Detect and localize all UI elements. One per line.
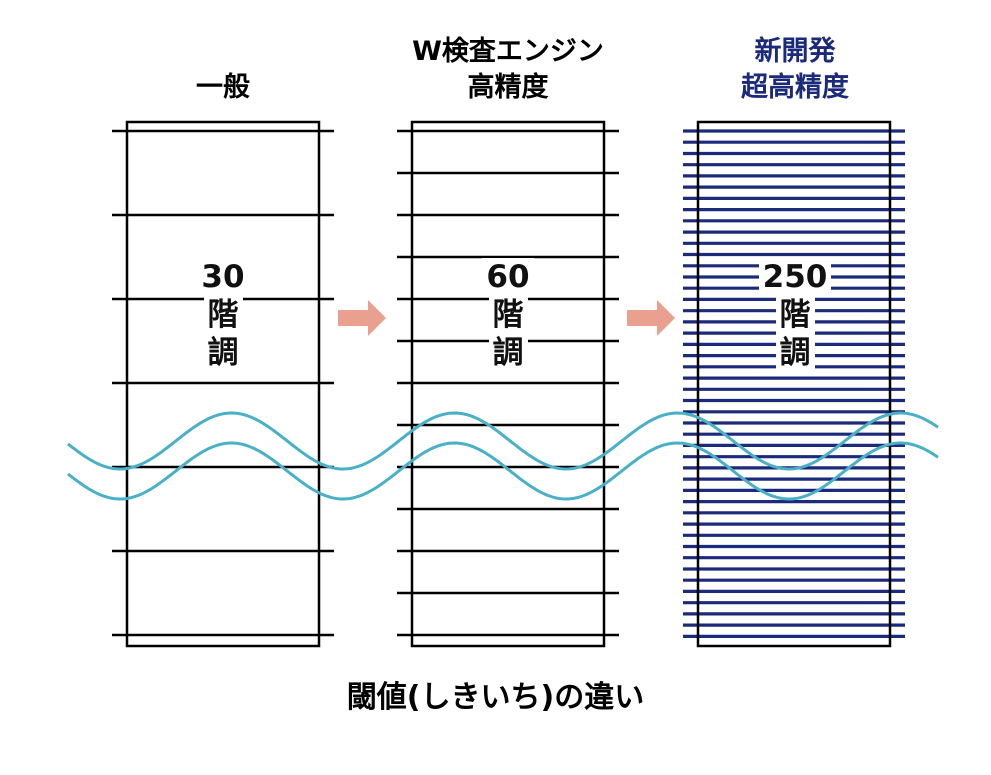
levels-count: 60 xyxy=(482,258,534,296)
column-title-w-engine: W検査エンジン 高精度 xyxy=(358,34,658,106)
levels-unit: 調 xyxy=(203,334,243,372)
title-line: 超高精度 xyxy=(741,72,849,103)
arrow-right-icon xyxy=(338,300,386,336)
levels-unit: 階 xyxy=(203,296,243,334)
column-title-standard: 一般 xyxy=(73,70,373,106)
levels-unit: 調 xyxy=(775,334,815,372)
level-column-frame xyxy=(125,120,321,648)
arrow-right-icon xyxy=(627,300,675,336)
title-line: 一般 xyxy=(196,72,250,103)
levels-count: 250 xyxy=(758,258,832,296)
levels-label-250: 250 階 調 xyxy=(750,258,840,372)
levels-unit: 階 xyxy=(775,296,815,334)
levels-label-60: 60 階 調 xyxy=(463,258,553,372)
levels-unit: 調 xyxy=(488,334,528,372)
levels-count: 30 xyxy=(197,258,249,296)
levels-unit: 階 xyxy=(488,296,528,334)
wave-break-line xyxy=(67,411,939,471)
title-line: 新開発 xyxy=(754,36,836,67)
level-column-frame xyxy=(696,120,892,648)
column-title-new: 新開発 超高精度 xyxy=(645,34,945,106)
title-line: W検査エンジン xyxy=(412,36,604,67)
levels-label-30: 30 階 調 xyxy=(178,258,268,372)
title-line: 高精度 xyxy=(467,72,549,103)
level-column-frame xyxy=(410,120,606,648)
wave-break-line xyxy=(67,441,939,501)
caption: 閾値(しきいち)の違い xyxy=(346,680,645,715)
